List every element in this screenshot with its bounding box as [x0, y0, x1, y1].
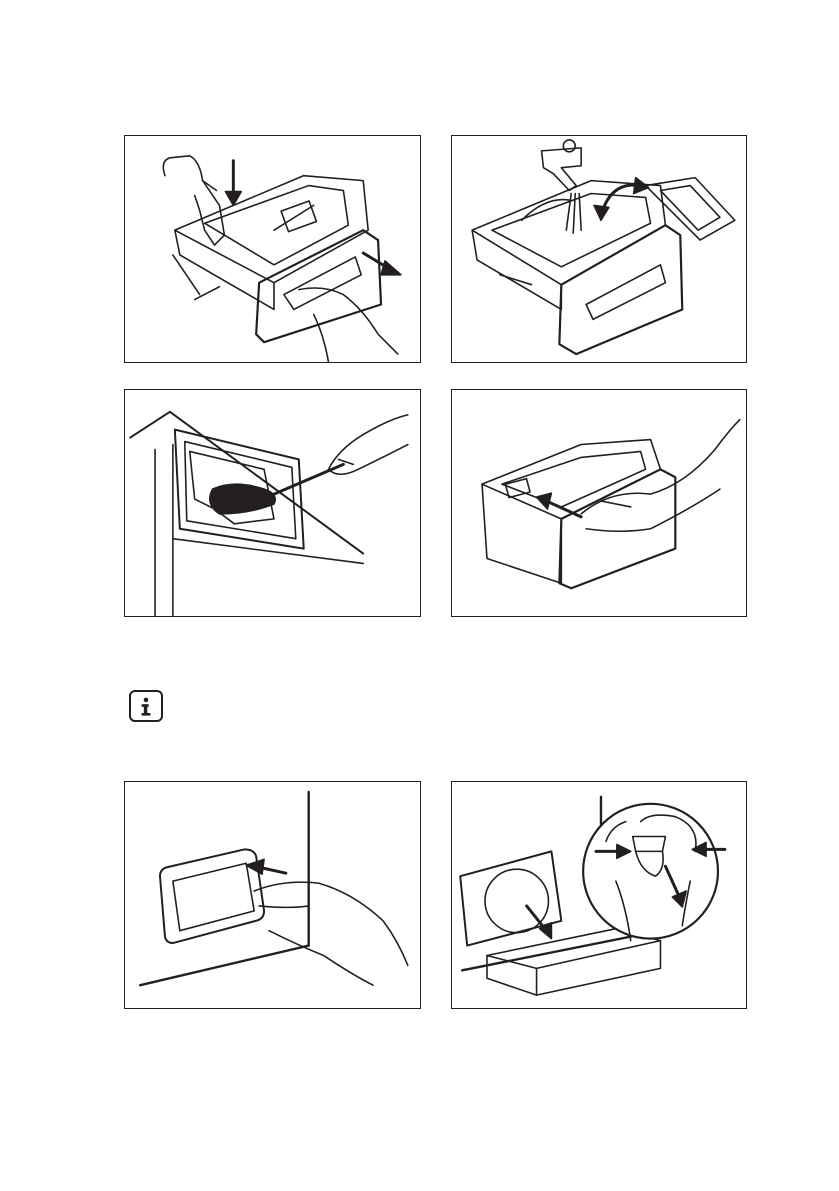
- illustration-drawer-rinse: [451, 135, 747, 363]
- illustration-pump-filter: [451, 781, 747, 1009]
- illustration-pump-flap: [124, 781, 421, 1009]
- illustration-recess-brush: [124, 389, 421, 617]
- illustration-drawer-removal: [124, 135, 421, 363]
- info-icon: [129, 690, 163, 722]
- illustration-drawer-reinsert: [451, 389, 747, 617]
